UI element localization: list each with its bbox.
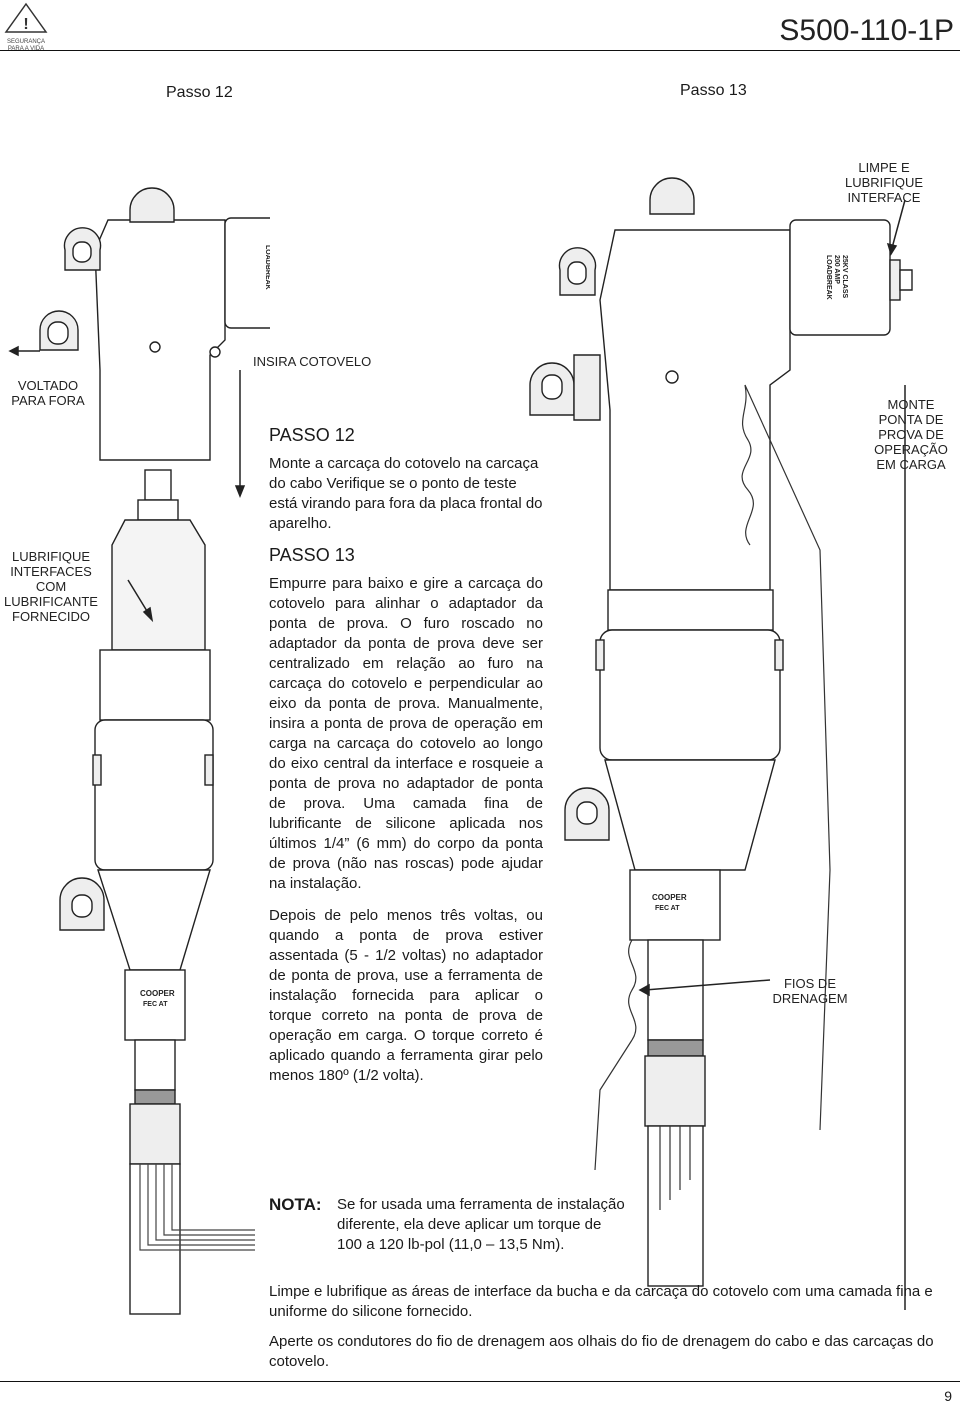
passo13-title: PASSO 13 — [269, 545, 355, 565]
svg-text:200 AMP: 200 AMP — [833, 255, 840, 284]
svg-text:FEC AT: FEC AT — [655, 905, 680, 912]
safety-logo: ! SEGURANÇA PARA A VIDA — [4, 2, 48, 52]
label-lubrifique: LUBRIFIQUE INTERFACES COM LUBRIFICANTE F… — [4, 549, 98, 624]
label-insira: INSIRA COTOVELO — [253, 354, 372, 369]
passo13-text: Empurre para baixo e gire a carcaça do c… — [269, 575, 543, 892]
header-rule — [0, 50, 960, 51]
step-text-column: PASSO 12 Monte a carcaça do cotovelo na … — [269, 424, 543, 1086]
nota-label: NOTA: — [269, 1195, 322, 1214]
svg-text:LOADBREAK: LOADBREAK — [825, 255, 832, 300]
caption-step13: Passo 13 — [680, 82, 747, 99]
page-number: 9 — [944, 1388, 952, 1404]
doc-number: S500-110-1P — [779, 14, 954, 47]
aperte-text: Aperte os condutores do fio de drenagem … — [269, 1333, 934, 1370]
illustration-step13: 25KV CLASS 200 AMP LOADBREAK COOPER FEC … — [529, 177, 913, 1310]
passo12-text: Monte a carcaça do cotovelo na carcaça d… — [269, 455, 543, 532]
after-text: Depois de pelo menos três voltas, ou qua… — [269, 907, 543, 1084]
nota-block: NOTA: Se for usada uma ferramenta de ins… — [269, 1195, 629, 1255]
footer-rule — [0, 1381, 960, 1382]
passo12-title: PASSO 12 — [269, 425, 355, 445]
warning-triangle-icon: ! — [4, 2, 48, 33]
elbow-marking-right: 25KV CLASS — [841, 255, 848, 299]
label-limpe: LIMPE E LUBRIFIQUE INTERFACE — [844, 160, 923, 205]
illustration-step12: 25KV CLASS 200 AMP LOADBREAK COOPER FEC … — [8, 187, 270, 1315]
label-fios: FIOS DE DRENAGEM — [772, 976, 848, 1006]
brand-left: COOPER — [140, 989, 175, 998]
safety-line2: PARA A VIDA — [7, 46, 45, 52]
safety-line1: SEGURANÇA — [6, 39, 45, 45]
limpe-text: Limpe e lubrifique as áreas de interface… — [269, 1283, 933, 1320]
label-voltado: VOLTADO PARA FORA — [11, 378, 85, 408]
brand-right: COOPER — [652, 893, 687, 902]
caption-step12: Passo 12 — [166, 84, 233, 101]
svg-text:LOADBREAK: LOADBREAK — [264, 245, 270, 290]
nota-text: Se for usada uma ferramenta de instalaçã… — [337, 1196, 625, 1253]
label-monte: MONTE PONTA DE PROVA DE OPERAÇÃO EM CARG… — [874, 397, 948, 472]
svg-text:FEC AT: FEC AT — [143, 1001, 168, 1008]
svg-text:!: ! — [23, 16, 28, 33]
